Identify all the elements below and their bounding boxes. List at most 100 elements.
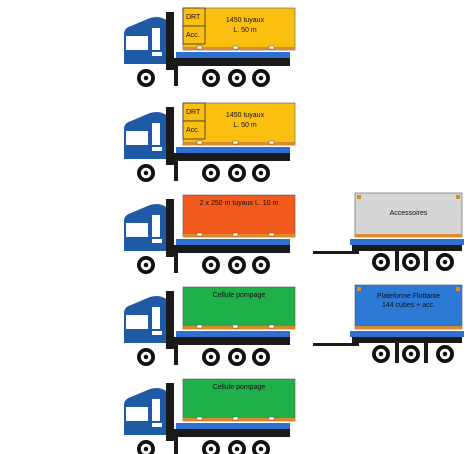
hook-frame xyxy=(176,147,290,153)
corner-fitting xyxy=(357,287,361,291)
tag-label: Acc. xyxy=(186,127,200,134)
trailer-wheel-0-hub xyxy=(379,260,384,265)
rail-marker xyxy=(269,325,274,328)
wheel-3-hub xyxy=(259,447,264,452)
rail-marker xyxy=(269,141,274,144)
trailer-wheel-0-hub xyxy=(379,352,384,357)
trailer-chassis xyxy=(352,337,462,343)
hook-frame xyxy=(176,331,290,337)
wheel-0-hub xyxy=(144,76,149,81)
cargo-label: 1450 tuyaux xyxy=(226,112,265,119)
rail-marker xyxy=(197,325,202,328)
truck-3: Cellule pompage xyxy=(124,287,295,366)
wheel-1-hub xyxy=(209,263,214,268)
trailer-axle-post xyxy=(424,343,428,363)
wheel-2-hub xyxy=(235,447,240,452)
tag-label: Acc. xyxy=(186,32,200,39)
trailer-3: Plateforme Flottante 144 cubes + acc. xyxy=(313,285,464,363)
cab-side-window xyxy=(152,307,160,329)
cab-side-window xyxy=(152,28,160,50)
wheel-1-hub xyxy=(209,355,214,360)
wheel-2-hub xyxy=(235,355,240,360)
cab-side-window xyxy=(152,399,160,421)
tag-label: DRT xyxy=(186,14,201,21)
wheel-1-hub xyxy=(209,171,214,176)
trailer-chassis xyxy=(352,245,462,251)
cab-step xyxy=(152,52,162,56)
wheel-2-hub xyxy=(235,76,240,81)
trailer-label: Plateforme Flottante xyxy=(377,293,440,300)
wheel-2-hub xyxy=(235,263,240,268)
trailer-wheel-1-hub xyxy=(409,260,414,265)
corner-fitting xyxy=(357,195,361,199)
trailer-frame xyxy=(350,239,464,245)
chassis-rail xyxy=(172,58,290,66)
wheel-3-hub xyxy=(259,171,264,176)
trailer-axle-post xyxy=(395,251,399,271)
cargo-label: Cellule pompage xyxy=(213,384,266,391)
wheel-0-hub xyxy=(144,263,149,268)
wheel-0-hub xyxy=(144,447,149,452)
rail-marker xyxy=(269,417,274,420)
corner-fitting xyxy=(456,287,460,291)
tag-label: DRT xyxy=(186,109,201,116)
cab-side-window xyxy=(152,123,160,145)
chassis-rail xyxy=(172,153,290,161)
hook-frame xyxy=(176,423,290,429)
trailer-label: 144 cubes + acc. xyxy=(382,302,435,309)
axle-post xyxy=(174,161,178,181)
wheel-3-hub xyxy=(259,76,264,81)
hook-frame xyxy=(176,239,290,245)
trailer-frame xyxy=(350,331,464,337)
axle-post xyxy=(174,66,178,86)
rail-marker xyxy=(233,325,238,328)
cab-window xyxy=(126,131,148,145)
trailer-drawbar xyxy=(313,343,359,346)
rail-marker xyxy=(269,233,274,236)
cab-step xyxy=(152,147,162,151)
axle-post xyxy=(174,437,178,454)
rail-marker xyxy=(233,233,238,236)
rail-marker xyxy=(197,233,202,236)
cab-window xyxy=(126,36,148,50)
rail-marker xyxy=(197,141,202,144)
cab-step xyxy=(152,331,162,335)
trailer-label: Accessoires xyxy=(390,210,428,217)
trailer-wheel-2-hub xyxy=(443,352,448,357)
cab-step xyxy=(152,423,162,427)
rail-marker xyxy=(233,417,238,420)
cab-window xyxy=(126,315,148,329)
trailer-rail xyxy=(355,326,462,329)
wheel-3-hub xyxy=(259,263,264,268)
cargo-label: 2 x 250 m tuyaux L. 10 m xyxy=(200,200,279,207)
trailer-wheel-2-hub xyxy=(443,260,448,265)
corner-fitting xyxy=(456,195,460,199)
rail-marker xyxy=(233,46,238,49)
truck-1: DRT Acc. 1450 tuyaux L. 50 m xyxy=(124,103,295,182)
rail-marker xyxy=(269,46,274,49)
trailer-axle-post xyxy=(395,343,399,363)
chassis-rail xyxy=(172,245,290,253)
chassis-rail xyxy=(172,429,290,437)
trailer-rail xyxy=(355,234,462,237)
wheel-0-hub xyxy=(144,355,149,360)
trailer-axle-post xyxy=(424,251,428,271)
rail-marker xyxy=(197,417,202,420)
wheel-1-hub xyxy=(209,76,214,81)
cab-step xyxy=(152,239,162,243)
truck-4: Cellule pompage xyxy=(124,379,295,454)
truck-2: 2 x 250 m tuyaux L. 10 m xyxy=(124,195,295,274)
trailer-wheel-1-hub xyxy=(409,352,414,357)
wheel-3-hub xyxy=(259,355,264,360)
cargo-label: 1450 tuyaux xyxy=(226,17,265,24)
wheel-0-hub xyxy=(144,171,149,176)
rail-marker xyxy=(233,141,238,144)
hook-frame xyxy=(176,52,290,58)
trailer-drawbar xyxy=(313,251,359,254)
wheel-2-hub xyxy=(235,171,240,176)
cab-window xyxy=(126,407,148,421)
wheel-1-hub xyxy=(209,447,214,452)
cargo-label: L. 50 m xyxy=(233,122,257,129)
